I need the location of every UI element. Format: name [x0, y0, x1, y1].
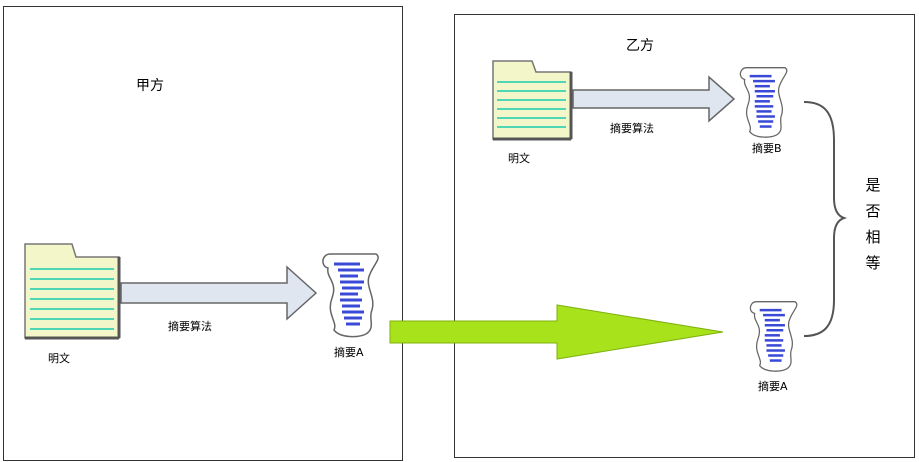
party-a-digest-label: 摘要A: [334, 346, 364, 359]
document-folder-icon: [492, 60, 573, 141]
party-b-digest-a-label: 摘要A: [758, 380, 788, 393]
digest-scroll-icon: [739, 67, 788, 138]
document-folder-icon: [24, 243, 121, 340]
compare-char: 是: [865, 176, 881, 194]
party-a-title: 甲方: [136, 78, 164, 94]
brace-icon: [803, 101, 848, 337]
compare-char: 等: [865, 254, 881, 272]
hollow-arrow-icon: [120, 265, 318, 321]
compare-char: 否: [865, 202, 881, 220]
party-a-panel: [3, 6, 403, 461]
party-b-algorithm-label: 摘要算法: [610, 122, 654, 135]
digest-scroll-icon: [749, 301, 798, 372]
compare-char: 相: [865, 228, 881, 246]
compare-result-text: 是 否 相 等: [864, 174, 882, 274]
digest-scroll-icon: [322, 253, 379, 338]
party-a-algorithm-label: 摘要算法: [168, 320, 212, 333]
hollow-arrow-icon: [572, 75, 736, 123]
party-b-digest-b-label: 摘要B: [752, 142, 782, 155]
party-a-plaintext-label: 明文: [48, 352, 70, 365]
party-b-plaintext-label: 明文: [508, 152, 530, 165]
party-b-title: 乙方: [626, 38, 654, 54]
transfer-arrow-icon: [389, 304, 724, 360]
